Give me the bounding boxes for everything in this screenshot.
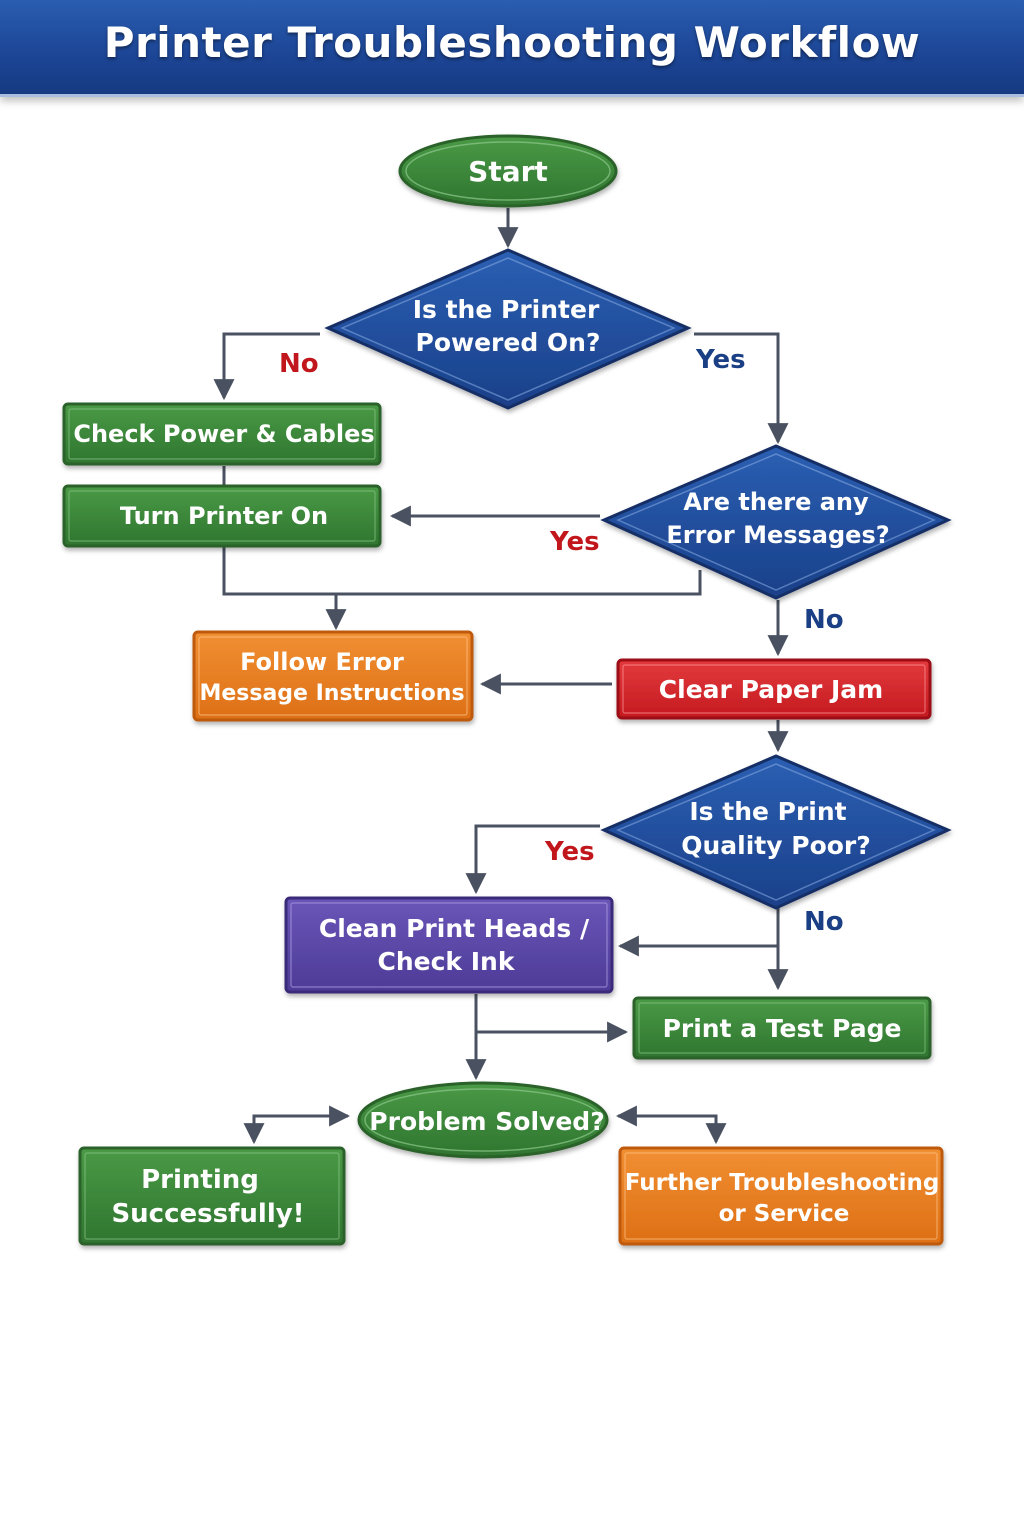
edge-powered-no [213, 332, 320, 401]
box-further [618, 1146, 944, 1246]
success-line2: Successfully! [111, 1199, 304, 1229]
turn-on-label: Turn Printer On [120, 502, 328, 530]
clear-jam-label: Clear Paper Jam [659, 675, 883, 704]
label-errors-no: No [804, 605, 844, 635]
page-title: Printer Troubleshooting Workflow [103, 18, 921, 67]
box-clear-jam [616, 658, 932, 720]
decision-powered-line1: Is the Printer [413, 295, 600, 324]
label-powered-no: No [279, 349, 319, 379]
edge-merge-to-follow [222, 546, 702, 596]
clean-heads-line1: Clean Print Heads / [319, 914, 590, 943]
box-turn-on [62, 484, 382, 548]
decision-errors-line2: Error Messages? [666, 521, 889, 549]
start-label: Start [468, 155, 548, 188]
decision-quality-line1: Is the Print [689, 797, 846, 826]
label-powered-yes: Yes [695, 345, 746, 375]
edge-solved-left [243, 1105, 351, 1145]
decision-errors [600, 444, 952, 600]
box-success [78, 1146, 346, 1246]
label-errors-yes: Yes [549, 527, 600, 557]
check-power-label: Check Power & Cables [73, 420, 374, 448]
box-check-power [62, 402, 382, 466]
decision-quality [600, 754, 952, 910]
label-quality-yes: Yes [544, 837, 595, 867]
node-start [398, 134, 618, 208]
connectors [213, 208, 789, 1145]
node-problem-solved [357, 1081, 609, 1159]
follow-error-line1: Follow Error [240, 648, 404, 676]
follow-error-line2: Message Instructions [199, 681, 464, 706]
problem-solved-label: Problem Solved? [369, 1107, 604, 1136]
label-quality-no: No [804, 907, 844, 937]
success-line1: Printing [141, 1165, 259, 1195]
decision-powered [324, 248, 692, 410]
edge-quality-yes [465, 824, 600, 895]
decision-quality-line2: Quality Poor? [681, 831, 871, 860]
clean-heads-line2: Check Ink [378, 947, 516, 976]
header-banner: Printer Troubleshooting Workflow [0, 0, 1024, 97]
box-clean-heads [284, 896, 614, 994]
test-page-label: Print a Test Page [663, 1014, 902, 1043]
decision-powered-line2: Powered On? [416, 328, 601, 357]
box-follow-error [192, 630, 474, 722]
edge-powered-yes [694, 332, 789, 445]
further-line1: Further Troubleshooting [625, 1170, 940, 1196]
box-test-page [632, 996, 932, 1060]
further-line2: or Service [719, 1201, 850, 1227]
decision-errors-line1: Are there any [683, 488, 869, 516]
edge-solved-right [615, 1105, 727, 1145]
